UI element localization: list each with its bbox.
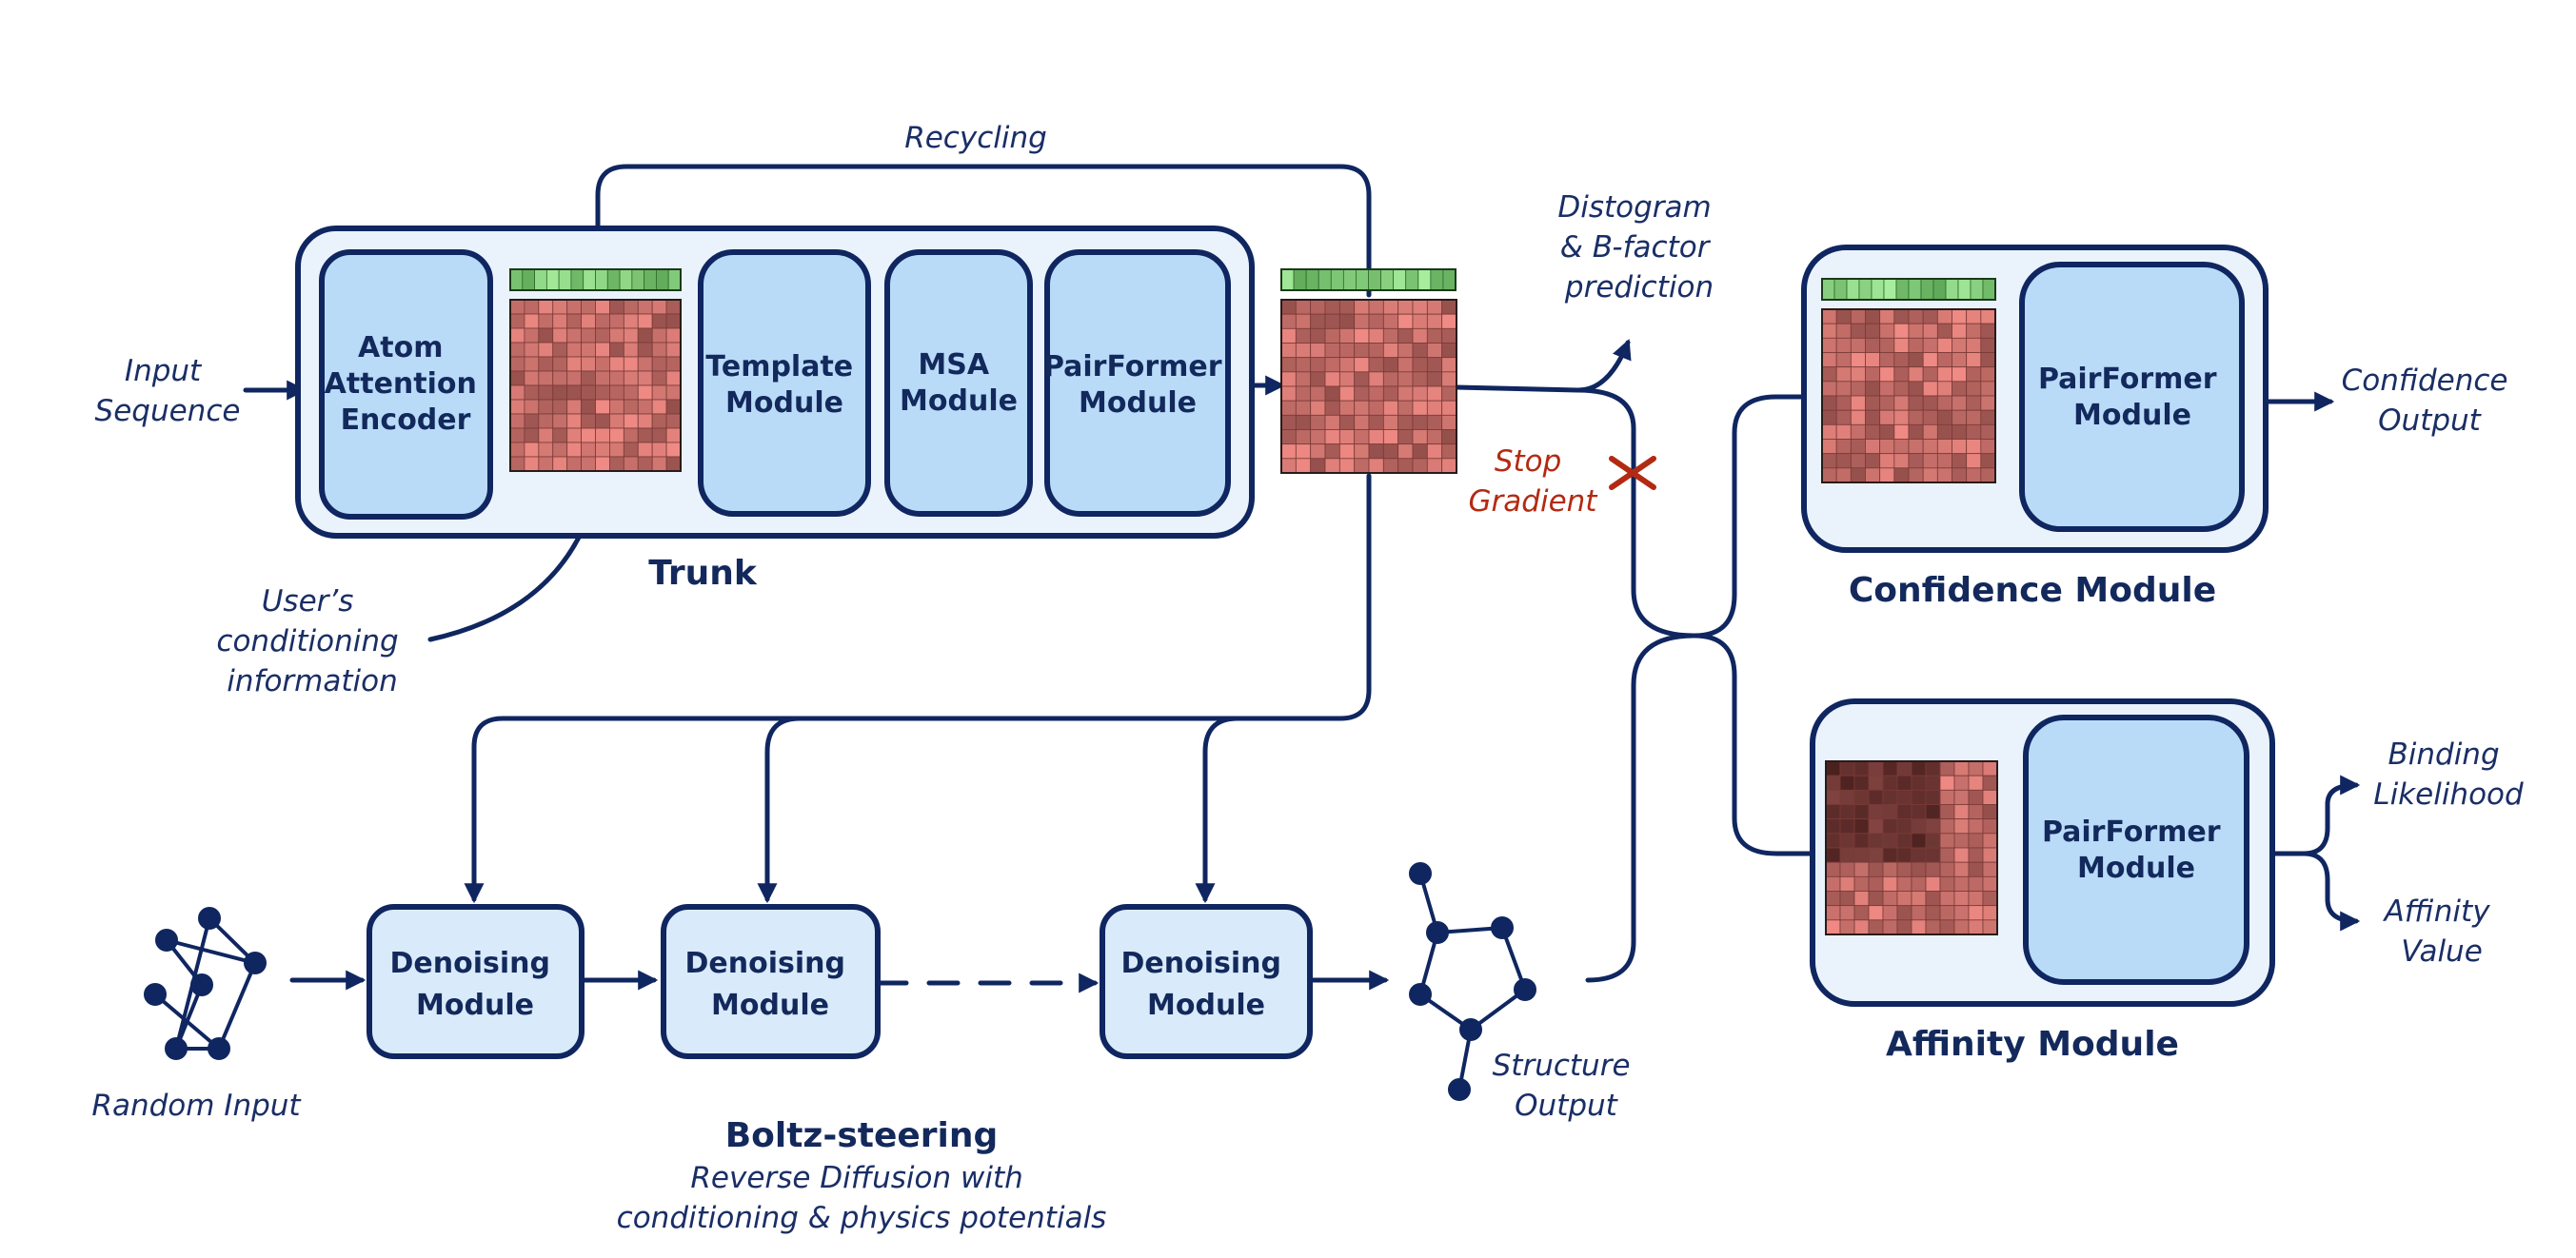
msa-module: MSA Module <box>884 249 1033 517</box>
random-input-molecule-icon <box>144 907 267 1060</box>
denoising-module-3: Denoising Module <box>1100 904 1313 1059</box>
atom-encoder-label: Atom Attention Encoder <box>325 331 487 437</box>
denoising-module-2-label: Denoising Module <box>685 947 856 1022</box>
trunk-pairformer-label: PairFormer Module <box>1043 350 1232 420</box>
conditioning-label: User’s conditioning information <box>216 584 407 698</box>
denoising-module-1-label: Denoising Module <box>390 947 561 1022</box>
input-sequence-label: Input Sequence <box>95 354 241 428</box>
to-affinity-link <box>1692 633 1829 856</box>
boltz-steering-subtitle: Reverse Diffusion with conditioning & ph… <box>617 1161 1107 1235</box>
trunk-output-pair-grid-icon <box>1280 299 1457 474</box>
affinity-pairformer-label: PairFormer Module <box>2042 816 2230 885</box>
confidence-pairformer-box <box>2019 262 2245 532</box>
trunk-input-pair-grid-icon <box>509 299 682 472</box>
structure-output-molecule-icon <box>1409 862 1536 1101</box>
trunk-pairformer-module: PairFormer Module <box>1043 249 1232 517</box>
denoising-module-1: Denoising Module <box>367 904 585 1059</box>
affinity-pair-grid-icon <box>1825 760 1998 935</box>
confidence-single-bar-icon <box>1821 278 1996 301</box>
trunk-to-denoise-2 <box>757 716 803 904</box>
to-confidence-link <box>1575 387 1821 639</box>
binding-likelihood-label: Binding Likelihood <box>2373 737 2524 812</box>
trunk-title: Trunk <box>648 554 758 593</box>
template-module: Template Module <box>698 249 871 517</box>
random-input-label: Random Input <box>91 1089 302 1123</box>
distogram-label: Distogram & B-factor prediction <box>1557 190 1720 305</box>
stop-gradient-cross-icon <box>1609 456 1656 490</box>
msa-module-label: MSA Module <box>900 348 1018 418</box>
affinity-pairformer-box <box>2023 715 2249 985</box>
distogram-arrow <box>1454 339 1632 393</box>
affinity-value-arrow <box>2301 851 2361 932</box>
trunk-input-single-bar-icon <box>509 268 682 291</box>
structure-feedback-link <box>1585 633 1697 983</box>
trunk-to-denoise-1 <box>464 473 1372 904</box>
denoising-module-2: Denoising Module <box>661 904 881 1059</box>
denoising-module-3-label: Denoising Module <box>1121 947 1292 1022</box>
trunk-output-single-bar-icon <box>1280 268 1456 291</box>
boltz-steering-title: Boltz-steering <box>725 1116 999 1155</box>
trunk-to-denoise-3 <box>1195 716 1240 904</box>
affinity-value-label: Affinity Value <box>2383 894 2500 969</box>
template-module-label: Template Module <box>705 350 862 420</box>
recycling-loop <box>587 164 1372 298</box>
recycling-label: Recycling <box>904 121 1047 155</box>
confidence-pair-grid-icon <box>1821 308 1996 483</box>
confidence-output-label: Confidence Output <box>2342 364 2518 438</box>
atom-attention-encoder: Atom Attention Encoder <box>319 249 493 520</box>
confidence-pairformer-label: PairFormer Module <box>2038 363 2227 432</box>
affinity-module-title: Affinity Module <box>1886 1025 2179 1064</box>
structure-output-label: Structure Output <box>1493 1049 1640 1123</box>
stop-gradient-label: Stop Gradient <box>1469 444 1599 519</box>
confidence-module-title: Confidence Module <box>1849 571 2216 610</box>
